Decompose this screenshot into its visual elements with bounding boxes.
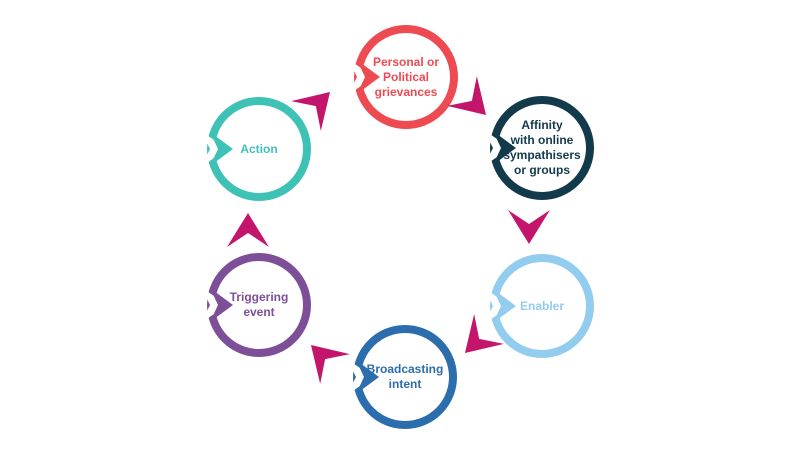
notch-cut [347,359,373,395]
inward-chevron-icon [493,131,516,165]
circle-ring-graphic [348,25,458,129]
flow-arrow-grievances-to-affinity [446,75,503,132]
node-triggering-event: Triggering event [201,247,317,363]
circle-ring-graphic [201,253,311,357]
circle-ring-graphic [484,96,594,200]
inward-chevron-icon [210,288,233,322]
circle-ring-graphic [347,325,457,429]
chevron-arrow-icon [227,213,269,247]
inward-chevron-icon [210,132,233,166]
chevron-arrow-icon [310,344,350,384]
flow-arrow-broadcasting-to-triggering [295,329,352,386]
chevron-arrow-icon [447,76,487,116]
chevron-arrow-icon [464,314,504,354]
inward-chevron-icon [493,289,516,323]
inward-chevron-icon [356,360,379,394]
notch-cut [201,131,227,167]
notch-cut [484,288,510,324]
flow-arrow-action-to-grievances [290,76,347,133]
flow-arrow-affinity-to-enabler [507,209,551,245]
node-affinity-online: Affinity with online sympathisers or gro… [484,90,600,206]
chevron-arrow-icon [508,210,550,244]
circle-ring-graphic [201,97,311,201]
inward-chevron-icon [357,60,380,94]
node-personal-grievances: Personal or Political grievances [348,19,464,135]
chevron-arrow-icon [291,91,331,131]
circle-ring-graphic [484,254,594,358]
notch-cut [201,287,227,323]
node-broadcasting-intent: Broadcasting intent [347,319,463,435]
flow-arrow-triggering-to-action [226,212,270,248]
flow-arrow-enabler-to-broadcasting [449,313,506,370]
notch-cut [348,59,374,95]
notch-cut [484,130,510,166]
